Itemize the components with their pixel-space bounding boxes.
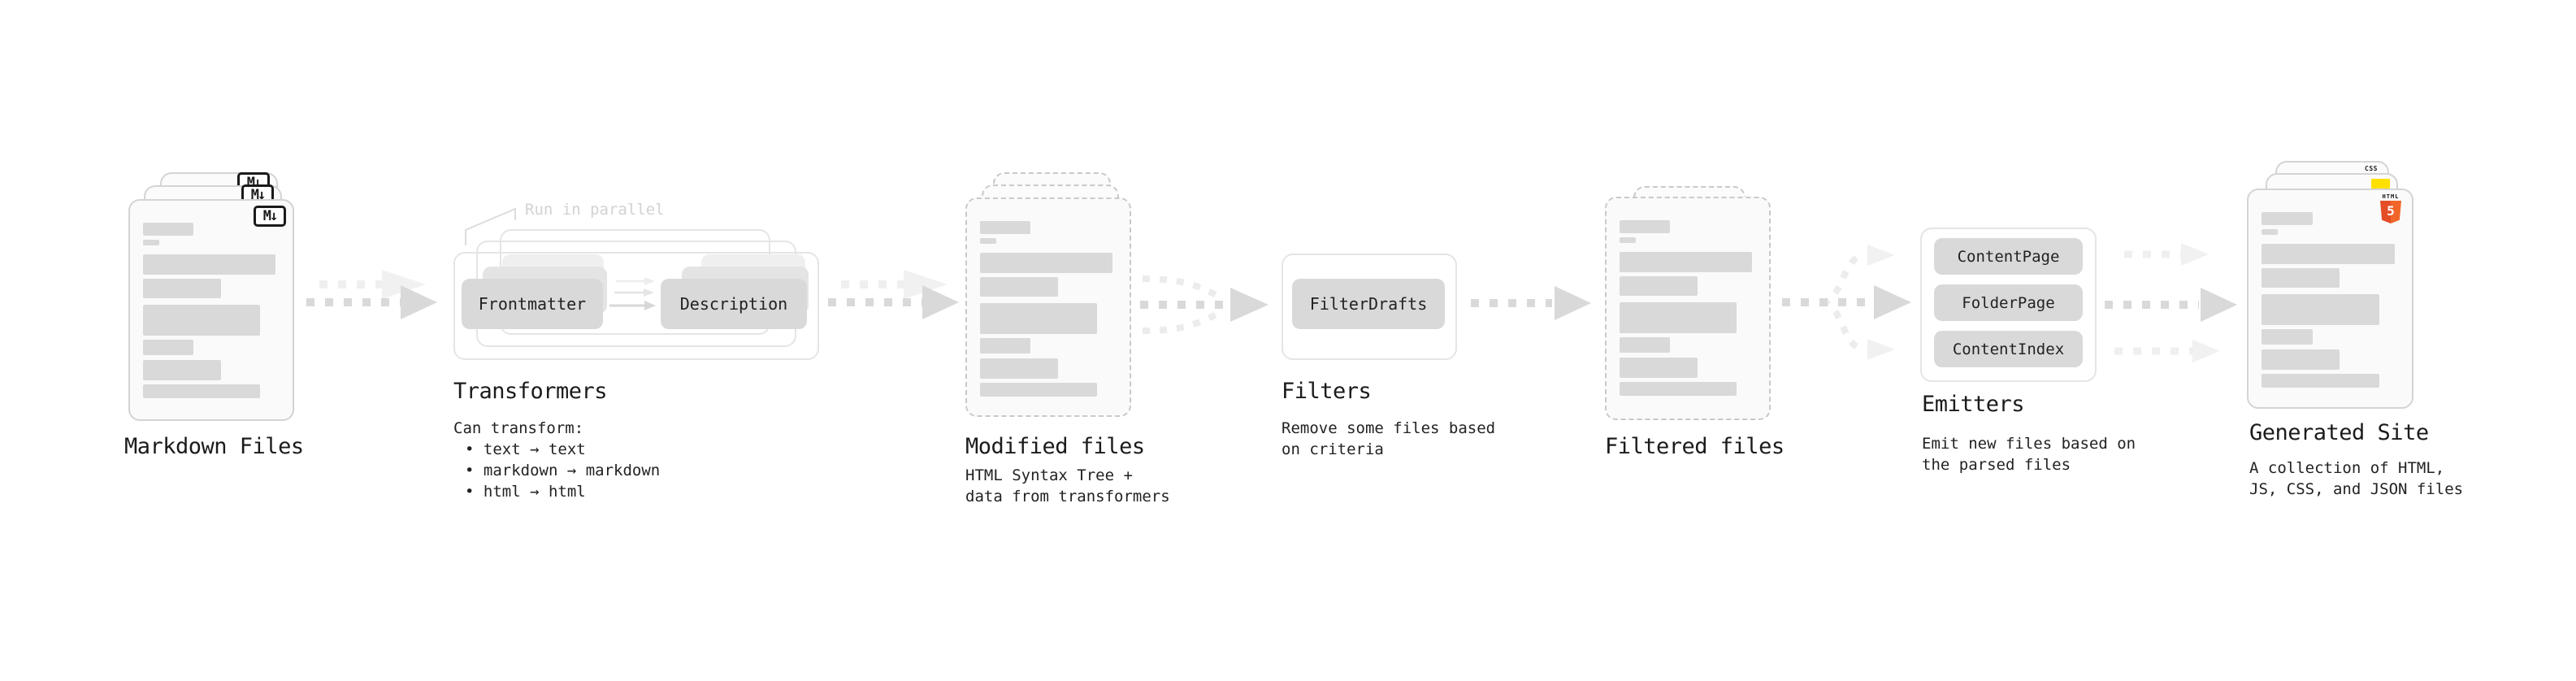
emitters-description-line: the parsed files	[1922, 456, 2071, 474]
transformers-heading: Transformers	[453, 379, 608, 404]
markdown-file-card: M↓	[128, 199, 294, 421]
doc-bar	[143, 384, 261, 398]
doc-bar	[143, 254, 275, 275]
doc-bar	[2262, 212, 2313, 225]
doc-bar	[980, 358, 1058, 379]
doc-bar	[143, 223, 194, 236]
generated-site-description-line: A collection of HTML,	[2249, 459, 2445, 477]
doc-bar	[1620, 276, 1698, 296]
transform-arrows-icon	[609, 277, 656, 310]
filters-description-line: on criteria	[1281, 440, 1384, 458]
flow-arrow-markdown-to-transformers	[306, 270, 437, 319]
transformers-description-line: • html → html	[465, 483, 586, 501]
doc-bar	[143, 360, 221, 380]
doc-bar	[980, 383, 1098, 397]
doc-bar	[980, 238, 997, 244]
doc-bar	[980, 277, 1058, 297]
markdown-icon: M↓	[254, 206, 286, 227]
filters-heading: Filters	[1281, 379, 1372, 404]
flow-arrow-emitters-to-site	[2105, 243, 2237, 362]
generated-site-description-line: JS, CSS, and JSON files	[2249, 480, 2464, 498]
doc-bar	[143, 279, 221, 298]
doc-bar	[1620, 302, 1737, 333]
css-badge-label: CSS	[2365, 165, 2378, 172]
doc-content-bars	[1620, 220, 1756, 396]
doc-bar	[1620, 337, 1671, 353]
flow-arrow-filtered-to-emitters	[1782, 245, 1911, 360]
filtered-files-label: Filtered files	[1605, 434, 1785, 459]
flow-arrow-filters-to-filtered	[1471, 286, 1591, 320]
flow-arrow-modified-to-filters	[1140, 275, 1268, 334]
html5-icon: HTML 5	[2379, 193, 2402, 223]
modified-file-card	[965, 197, 1131, 417]
doc-bar	[1620, 220, 1671, 233]
doc-bar	[2262, 244, 2395, 264]
doc-bar	[980, 253, 1112, 273]
transformers-description-line: • markdown → markdown	[465, 462, 661, 479]
doc-bar	[980, 221, 1031, 234]
emitters-description-line: Emit new files based on	[1922, 435, 2136, 453]
doc-content-bars	[143, 223, 280, 398]
run-in-parallel-annotation: Run in parallel	[525, 201, 665, 219]
modified-files-description-line: HTML Syntax Tree +	[965, 466, 1133, 484]
html5-icon-shield: 5	[2380, 201, 2401, 223]
doc-bar	[1620, 237, 1637, 243]
folderpage-node: FolderPage	[1934, 284, 2083, 321]
doc-bar	[2262, 229, 2279, 235]
emitters-heading: Emitters	[1922, 392, 2025, 417]
doc-bar	[2262, 268, 2340, 288]
html5-icon-word: HTML	[2382, 193, 2400, 200]
js-badge	[2371, 179, 2390, 189]
transformers-description-line: Can transform:	[453, 419, 584, 437]
doc-bar	[980, 338, 1031, 354]
doc-bar	[143, 240, 160, 245]
modified-files-label: Modified files	[965, 434, 1145, 459]
filterdrafts-node: FilterDrafts	[1292, 279, 1445, 329]
transformers-description-line: • text → text	[465, 440, 586, 458]
generated-site-label: Generated Site	[2249, 420, 2429, 445]
doc-bar	[1620, 252, 1752, 272]
frontmatter-node: Frontmatter	[462, 279, 603, 329]
doc-bar	[2262, 349, 2340, 370]
filters-description-line: Remove some files based	[1281, 419, 1496, 437]
description-node: Description	[661, 279, 807, 329]
contentindex-node: ContentIndex	[1934, 331, 2083, 367]
doc-content-bars	[980, 221, 1117, 397]
doc-bar	[1620, 358, 1698, 378]
doc-bar	[1620, 382, 1737, 396]
filtered-file-card	[1605, 197, 1771, 420]
modified-files-description-line: data from transformers	[965, 488, 1170, 505]
contentpage-node: ContentPage	[1934, 238, 2083, 275]
transformer-frame	[453, 252, 819, 360]
doc-bar	[980, 303, 1098, 334]
doc-content-bars	[2262, 212, 2399, 388]
annotation-leader-line	[465, 207, 516, 245]
doc-bar	[2262, 329, 2313, 345]
doc-bar	[143, 305, 261, 336]
markdown-icon-glyph: M↓	[262, 208, 279, 224]
html-file-card: HTML 5	[2247, 189, 2413, 409]
flow-arrow-transformers-to-modified	[828, 270, 959, 319]
doc-bar	[2262, 374, 2380, 388]
doc-bar	[2262, 294, 2380, 325]
filters-frame	[1281, 254, 1457, 360]
emitters-frame	[1920, 228, 2097, 382]
markdown-files-label: Markdown Files	[124, 434, 304, 459]
doc-bar	[143, 340, 194, 355]
